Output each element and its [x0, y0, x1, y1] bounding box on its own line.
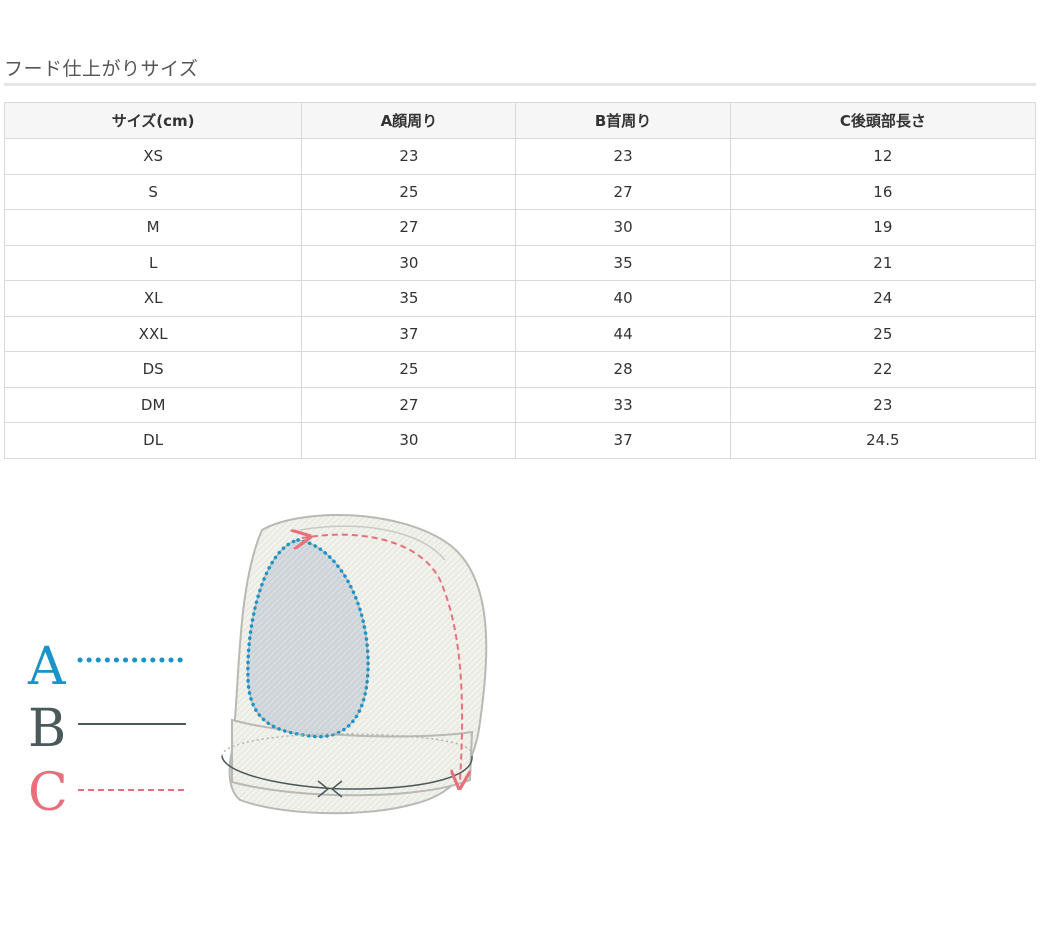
cell-neck-circumference: 30 [515, 209, 731, 246]
header-neck-circumference: B首周り [515, 102, 731, 139]
cell-back-head-length: 24 [729, 280, 1037, 317]
cell-face-circumference: 37 [301, 315, 517, 352]
legend-c: C [28, 763, 186, 823]
cell-neck-circumference: 40 [515, 280, 731, 317]
cell-back-head-length: 16 [729, 173, 1037, 210]
table-header-row: サイズ(cm) A顔周り B首周り C後頭部長さ [3, 102, 1037, 139]
cell-back-head-length: 22 [729, 351, 1037, 388]
cell-neck-circumference: 23 [515, 138, 731, 175]
cell-neck-circumference: 28 [515, 351, 731, 388]
legend-a-letter: A [27, 637, 67, 697]
cell-neck-circumference: 44 [515, 315, 731, 352]
cell-neck-circumference: 37 [515, 422, 731, 459]
cell-size: DS [3, 351, 303, 388]
cell-size: XXL [3, 315, 303, 352]
cell-back-head-length: 12 [729, 138, 1037, 175]
cell-face-circumference: 25 [301, 351, 517, 388]
legend-c-letter: C [28, 763, 68, 823]
cell-size: DL [3, 422, 303, 459]
cell-size: L [3, 244, 303, 281]
cell-neck-circumference: 35 [515, 244, 731, 281]
section-title: フード仕上がりサイズ [4, 58, 199, 80]
cell-neck-circumference: 33 [515, 386, 731, 423]
cell-size: XL [3, 280, 303, 317]
cell-face-circumference: 27 [301, 209, 517, 246]
cell-face-circumference: 25 [301, 173, 517, 210]
legend-b-letter: B [28, 699, 66, 759]
header-size: サイズ(cm) [3, 102, 303, 139]
cell-back-head-length: 21 [729, 244, 1037, 281]
cell-face-circumference: 30 [301, 244, 517, 281]
cell-face-circumference: 35 [301, 280, 517, 317]
cell-back-head-length: 25 [729, 315, 1037, 352]
cell-face-circumference: 30 [301, 422, 517, 459]
cell-size: M [3, 209, 303, 246]
hood-illustration: A B C [27, 514, 488, 823]
header-back-head-length: C後頭部長さ [729, 102, 1037, 139]
hood-drawing [221, 514, 488, 815]
cell-neck-circumference: 27 [515, 173, 731, 210]
cell-size: S [3, 173, 303, 210]
cell-back-head-length: 24.5 [729, 422, 1037, 459]
cell-face-circumference: 27 [301, 386, 517, 423]
section-heading: フード仕上がりサイズ [4, 56, 1036, 86]
cell-face-circumference: 23 [301, 138, 517, 175]
cell-size: XS [3, 138, 303, 175]
cell-back-head-length: 23 [729, 386, 1037, 423]
header-face-circumference: A顔周り [301, 102, 517, 139]
legend-a: A [27, 637, 189, 697]
measure-c-line [302, 535, 462, 780]
cell-size: DM [3, 386, 303, 423]
cell-back-head-length: 19 [729, 209, 1037, 246]
legend-b: B [28, 699, 186, 759]
